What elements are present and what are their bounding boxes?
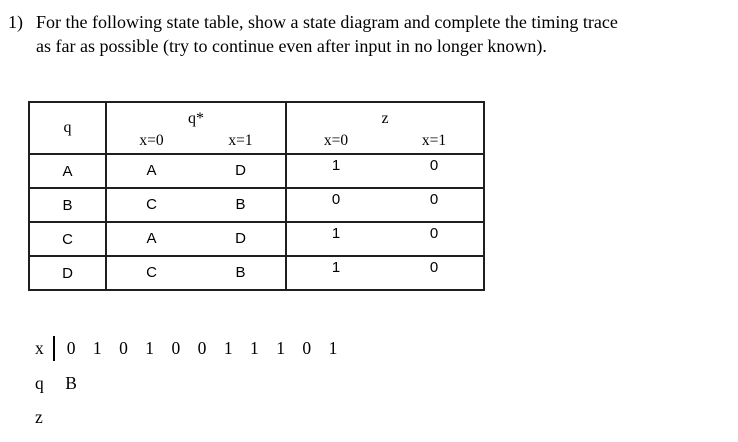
state-cell-q: A [28,153,107,189]
subheader-x0: x=0 [139,132,164,149]
output-x1: 0 [429,259,439,276]
x-trace-divider-bar [53,336,55,361]
state-cell-q: B [28,187,107,223]
trace-x-label: x [35,338,44,358]
trace-z-label: z [35,407,43,427]
header-cell-output: z x=0 x=1 [285,101,485,155]
x-value: 1 [276,338,285,358]
x-value: 1 [92,338,102,358]
problem-statement: 1) For the following state table, show a… [8,10,730,58]
q-value: B [65,373,77,393]
trace-x-values: 0 1 0 1 0 0 1 1 1 0 1 [58,336,346,360]
x-value: 0 [171,338,181,358]
trace-q-label: q [35,373,44,393]
x-value: 1 [223,338,233,358]
subheader-x1: x=1 [421,132,447,149]
problem-text-line2: as far as possible (try to continue even… [36,36,547,56]
output-subheaders: x=0 x=1 [287,131,483,151]
subheader-x0: x=0 [323,132,349,149]
x-value: 0 [197,338,207,358]
next-state-x1: D [235,162,246,179]
output-group-label: z [381,110,389,127]
output-x1: 0 [429,225,439,242]
next-state-x1: D [235,230,246,247]
x-value: 1 [250,338,259,358]
header-cell-next-state: q* x=0 x=1 [105,101,287,155]
x-value: 0 [302,338,312,358]
next-state-x0: A [146,230,157,247]
output-x1: 0 [429,191,439,208]
x-value: 1 [145,338,155,358]
trace-q-values: B [58,371,84,395]
output-x0: 0 [331,191,341,208]
next-state-group-label: q* [188,110,204,127]
header-cell-q: q [28,101,107,155]
state-table: q q* x=0 x=1 z x=0 x=1 A [28,101,485,291]
state-table-header-row: q q* x=0 x=1 z x=0 x=1 [28,101,485,155]
x-value: 0 [119,338,128,358]
next-state-x1: B [235,264,246,281]
next-state-x0: A [146,162,157,179]
x-value: 1 [328,338,338,358]
subheader-x1: x=1 [228,132,253,149]
x-value: 0 [66,338,76,358]
state-cell-q: C [28,221,107,257]
next-state-x0: C [146,264,157,281]
next-state-x0: C [146,196,157,213]
output-x0: 1 [331,259,341,276]
problem-number: 1) [8,12,23,32]
output-x0: 1 [331,225,341,242]
problem-text: For the following state table, show a st… [36,10,618,58]
output-x1: 0 [429,157,439,174]
next-state-subheaders: x=0 x=1 [107,131,285,151]
problem-text-line1: For the following state table, show a st… [36,12,618,32]
output-x0: 1 [331,157,341,174]
state-cell-q: D [28,255,107,291]
next-state-x1: B [235,196,246,213]
